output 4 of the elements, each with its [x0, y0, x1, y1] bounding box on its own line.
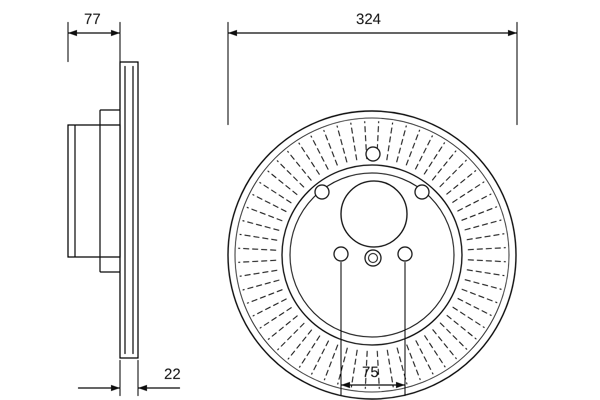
dimension-label: 22 — [164, 367, 181, 383]
dimension-label: 77 — [84, 12, 101, 28]
dimension-label: 75 — [362, 365, 379, 381]
dimension-label: 324 — [356, 12, 382, 28]
